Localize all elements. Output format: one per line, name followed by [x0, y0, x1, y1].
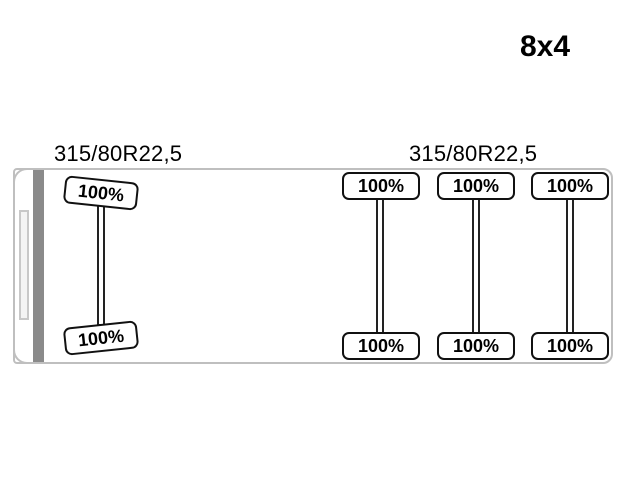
axle-configuration-label: 8x4	[519, 30, 571, 63]
front-tire-size-label: 315/80R22,5	[54, 141, 183, 166]
rear-axle-1-tire-top[interactable]: 100%	[342, 172, 420, 200]
rear-axle-3-tire-top[interactable]: 100%	[531, 172, 609, 200]
rear-axle-2-tire-bottom[interactable]: 100%	[437, 332, 515, 360]
front-bumper	[19, 210, 29, 320]
rear-axle-1	[376, 198, 384, 334]
rear-axle-1-tire-bottom[interactable]: 100%	[342, 332, 420, 360]
rear-axle-2-tire-top[interactable]: 100%	[437, 172, 515, 200]
rear-axle-2	[472, 198, 480, 334]
rear-axle-3	[566, 198, 574, 334]
rear-axle-3-tire-bottom[interactable]: 100%	[531, 332, 609, 360]
rear-tire-size-label: 315/80R22,5	[409, 141, 538, 166]
front-axle	[97, 204, 105, 326]
cab-bar	[33, 170, 44, 362]
